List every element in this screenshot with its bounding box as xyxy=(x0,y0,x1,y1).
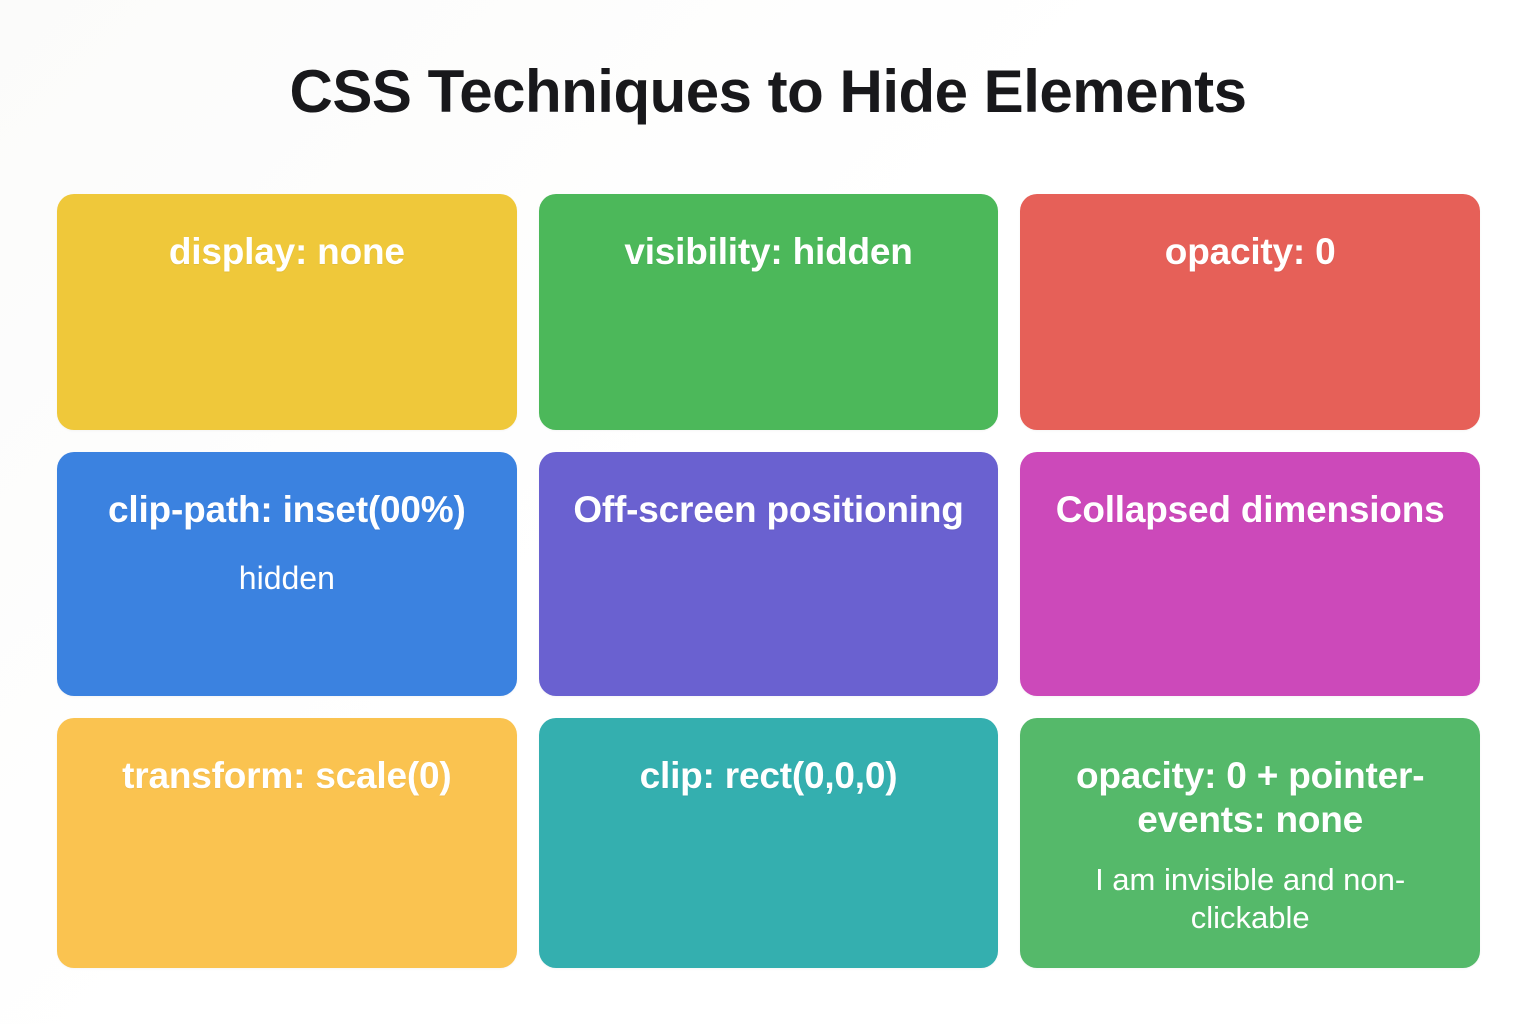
page-title: CSS Techniques to Hide Elements xyxy=(289,58,1247,125)
card-title: transform: scale(0) xyxy=(122,755,452,796)
card-title: clip-path: inset(00%) xyxy=(108,489,466,530)
card-title: Off-screen positioning xyxy=(573,489,964,530)
card-off-screen-positioning[interactable]: Off-screen positioning xyxy=(538,452,999,696)
card-transform-scale-zero[interactable]: transform: scale(0) xyxy=(57,718,517,968)
card-opacity-pointer-events[interactable]: opacity: 0 + pointer-events: none I am i… xyxy=(1020,718,1480,968)
card-visibility-hidden[interactable]: visibility: hidden xyxy=(538,194,999,430)
card-opacity-zero[interactable]: opacity: 0 xyxy=(1020,194,1480,430)
technique-card-grid: display: none visibility: hidden opacity… xyxy=(57,194,1480,968)
card-display-none[interactable]: display: none xyxy=(57,194,517,430)
card-title: Collapsed dimensions xyxy=(1055,489,1445,530)
card-title: opacity: 0 xyxy=(1164,231,1336,272)
card-clip-path-inset[interactable]: clip-path: inset(00%) hidden xyxy=(57,452,517,696)
card-title: opacity: 0 + pointer-events: none xyxy=(1075,755,1425,840)
card-subtitle: I am invisible and non-clickable xyxy=(1095,862,1406,935)
card-subtitle: hidden xyxy=(238,559,335,596)
card-collapsed-dimensions[interactable]: Collapsed dimensions xyxy=(1020,452,1480,696)
card-title: visibility: hidden xyxy=(624,231,913,272)
card-title: clip: rect(0,0,0) xyxy=(639,755,898,796)
card-clip-rect[interactable]: clip: rect(0,0,0) xyxy=(538,718,999,968)
card-title: display: none xyxy=(168,231,405,272)
